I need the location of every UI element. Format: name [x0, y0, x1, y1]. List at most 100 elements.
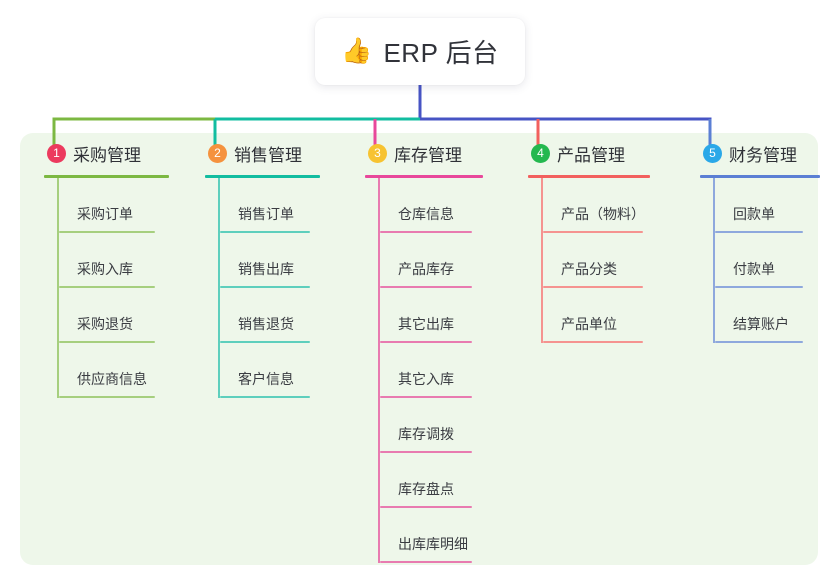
leaf-item[interactable]: 销售订单	[220, 178, 320, 233]
leaf-label: 采购入库	[77, 261, 133, 277]
leaf-spine-3	[378, 178, 380, 563]
leaf-item[interactable]: 采购订单	[59, 178, 169, 233]
root-title: ERP 后台	[383, 38, 499, 68]
leaf-rule	[380, 396, 472, 398]
leaf-rule	[59, 396, 155, 398]
thumbs-up-icon: 👍	[341, 37, 373, 65]
branch-header-4[interactable]: 4 产品管理	[528, 133, 650, 174]
leaf-item[interactable]: 产品库存	[380, 233, 483, 288]
leaf-rule	[380, 286, 472, 288]
leaf-spine-2	[218, 178, 220, 398]
branch-header-1[interactable]: 1 采购管理	[44, 133, 169, 174]
leaf-rule	[715, 231, 803, 233]
leaf-label: 产品分类	[561, 261, 617, 277]
branch-leaf-list-3: 仓库信息产品库存其它出库其它入库库存调拨库存盘点出库库明细	[378, 178, 483, 563]
leaf-spine-4	[541, 178, 543, 343]
leaf-label: 付款单	[733, 261, 775, 277]
leaf-item[interactable]: 仓库信息	[380, 178, 483, 233]
leaf-label: 库存盘点	[398, 481, 454, 497]
branch-column-1: 1 采购管理采购订单采购入库采购退货供应商信息	[44, 133, 169, 398]
leaf-rule	[59, 231, 155, 233]
branch-badge-3: 3	[368, 144, 387, 163]
leaf-label: 客户信息	[238, 371, 294, 387]
branch-header-5[interactable]: 5 财务管理	[700, 133, 820, 174]
leaf-rule	[543, 286, 643, 288]
leaf-label: 仓库信息	[398, 206, 454, 222]
leaf-rule	[220, 231, 310, 233]
branch-title-5: 财务管理	[729, 146, 797, 165]
leaf-item[interactable]: 库存调拨	[380, 398, 483, 453]
leaf-item[interactable]: 其它出库	[380, 288, 483, 343]
branch-rule-3	[365, 175, 483, 178]
leaf-label: 销售出库	[238, 261, 294, 277]
leaf-item[interactable]: 产品（物料）	[543, 178, 650, 233]
leaf-rule	[715, 286, 803, 288]
leaf-item[interactable]: 产品单位	[543, 288, 650, 343]
leaf-item[interactable]: 产品分类	[543, 233, 650, 288]
leaf-rule	[380, 341, 472, 343]
branch-title-3: 库存管理	[394, 146, 462, 165]
branch-column-3: 3 库存管理仓库信息产品库存其它出库其它入库库存调拨库存盘点出库库明细	[365, 133, 483, 563]
leaf-item[interactable]: 回款单	[715, 178, 820, 233]
branch-title-2: 销售管理	[234, 146, 302, 165]
leaf-rule	[220, 396, 310, 398]
branches-panel	[20, 133, 818, 565]
leaf-label: 采购退货	[77, 316, 133, 332]
leaf-item[interactable]: 采购入库	[59, 233, 169, 288]
branch-leaf-list-4: 产品（物料） 产品分类产品单位	[541, 178, 650, 343]
branch-leaf-list-5: 回款单付款单结算账户	[713, 178, 820, 343]
branch-rule-1	[44, 175, 169, 178]
branch-rule-5	[700, 175, 820, 178]
leaf-rule	[543, 341, 643, 343]
branch-header-3[interactable]: 3 库存管理	[365, 133, 483, 174]
branch-badge-1: 1	[47, 144, 66, 163]
branch-column-2: 2 销售管理销售订单销售出库销售退货客户信息	[205, 133, 320, 398]
leaf-label: 回款单	[733, 206, 775, 222]
branch-column-5: 5 财务管理回款单付款单结算账户	[700, 133, 820, 343]
leaf-label: 采购订单	[77, 206, 133, 222]
leaf-rule	[220, 286, 310, 288]
leaf-item[interactable]: 销售出库	[220, 233, 320, 288]
branch-leaf-list-2: 销售订单销售出库销售退货客户信息	[218, 178, 320, 398]
leaf-label: 供应商信息	[77, 371, 147, 387]
root-node[interactable]: 👍 ERP 后台	[315, 18, 525, 85]
leaf-label: 产品库存	[398, 261, 454, 277]
branch-badge-2: 2	[208, 144, 227, 163]
leaf-label: 产品单位	[561, 316, 617, 332]
branch-badge-4: 4	[531, 144, 550, 163]
branch-columns: 1 采购管理采购订单采购入库采购退货供应商信息 2 销售管理销售订单销售出库销售退货客…	[20, 133, 820, 565]
leaf-label: 销售订单	[238, 206, 294, 222]
leaf-rule	[380, 231, 472, 233]
leaf-item[interactable]: 其它入库	[380, 343, 483, 398]
leaf-item[interactable]: 客户信息	[220, 343, 320, 398]
branch-badge-5: 5	[703, 144, 722, 163]
branch-title-1: 采购管理	[73, 146, 141, 165]
leaf-rule	[715, 341, 803, 343]
leaf-item[interactable]: 出库库明细	[380, 508, 483, 563]
leaf-label: 出库库明细	[398, 536, 468, 552]
leaf-item[interactable]: 销售退货	[220, 288, 320, 343]
branch-rule-2	[205, 175, 320, 178]
leaf-label: 其它入库	[398, 371, 454, 387]
leaf-rule	[380, 451, 472, 453]
leaf-rule	[220, 341, 310, 343]
branch-header-2[interactable]: 2 销售管理	[205, 133, 320, 174]
leaf-label: 销售退货	[238, 316, 294, 332]
leaf-rule	[380, 561, 472, 563]
leaf-item[interactable]: 付款单	[715, 233, 820, 288]
leaf-item[interactable]: 供应商信息	[59, 343, 169, 398]
leaf-item[interactable]: 采购退货	[59, 288, 169, 343]
branch-leaf-list-1: 采购订单采购入库采购退货供应商信息	[57, 178, 169, 398]
leaf-rule	[380, 506, 472, 508]
branch-title-4: 产品管理	[557, 146, 625, 165]
leaf-label: 其它出库	[398, 316, 454, 332]
leaf-rule	[59, 341, 155, 343]
leaf-rule	[543, 231, 643, 233]
leaf-spine-5	[713, 178, 715, 343]
leaf-item[interactable]: 结算账户	[715, 288, 820, 343]
branch-rule-4	[528, 175, 650, 178]
leaf-spine-1	[57, 178, 59, 398]
leaf-label: 结算账户	[733, 316, 789, 332]
leaf-item[interactable]: 库存盘点	[380, 453, 483, 508]
